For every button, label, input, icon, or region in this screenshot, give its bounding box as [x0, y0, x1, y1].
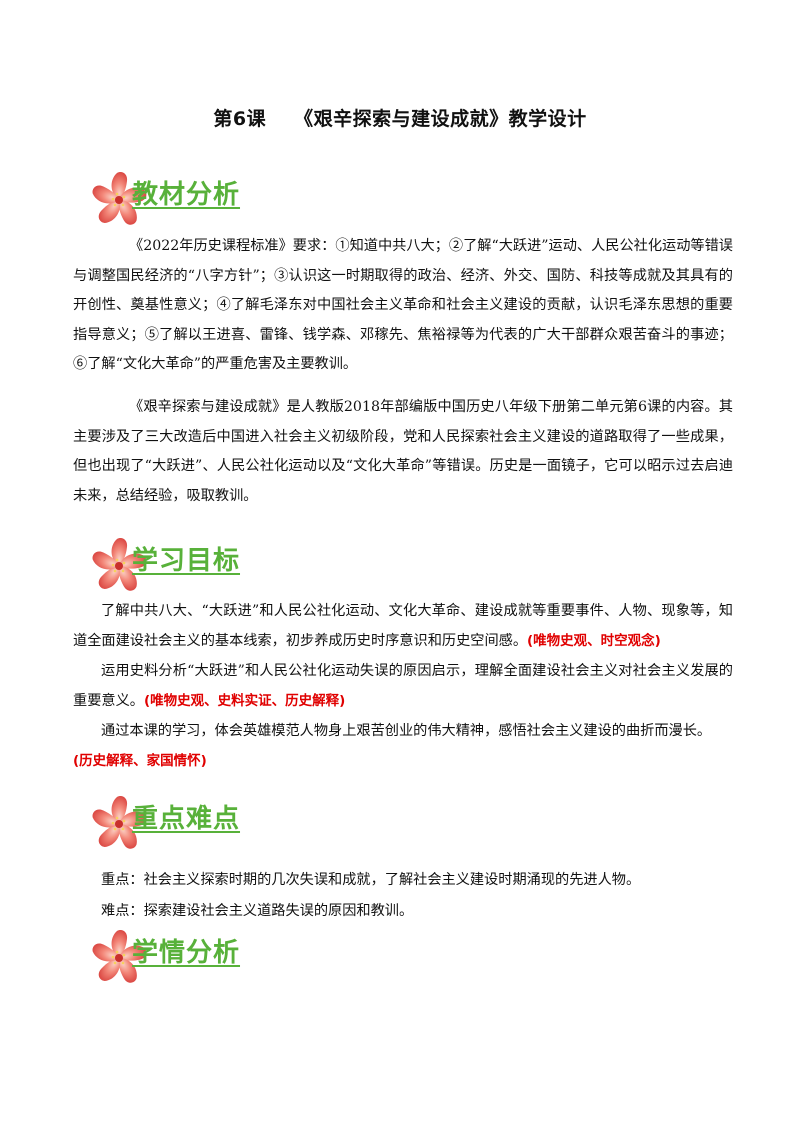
goal-1-literacy: (唯物史观、时空观念)	[527, 632, 661, 649]
section-title-goals: 学习目标	[132, 546, 241, 576]
analysis-paragraph-1: 《2022年历史课程标准》要求：①知道中共八大；②了解“大跃进”运动、人民公社化…	[73, 238, 733, 372]
goal-3-literacy: (历史解释、家国情怀)	[73, 753, 207, 769]
key-point: 重点：社会主义探索时期的几次失误和成就，了解社会主义建设时期涌现的先进人物。	[101, 872, 641, 888]
section-title-analysis: 教材分析	[132, 180, 241, 210]
lesson-number: 第6课	[213, 108, 267, 130]
goal-2-literacy: (唯物史观、史料实证、历史解释)	[143, 692, 346, 709]
difficult-point: 难点：探索建设社会主义道路失误的原因和教训。	[101, 903, 414, 919]
goal-3-text: 通过本课的学习，体会英雄模范人物身上艰苦创业的伟大精神，感悟社会主义建设的曲折而…	[101, 723, 712, 739]
analysis-paragraph-2: 《艰辛探索与建设成就》是人教版2018年部编版中国历史八年级下册第二单元第6课的…	[73, 399, 733, 504]
goal-item-3: 通过本课的学习，体会英雄模范人物身上艰苦创业的伟大精神，感悟社会主义建设的曲折而…	[73, 717, 733, 747]
section-title-learner: 学情分析	[132, 938, 241, 968]
goal-1-text: 了解中共八大、“大跃进”和人民公社化运动、文化大革命、建设成就等重要事件、人物、…	[73, 603, 733, 649]
goal-2-text: 运用史料分析“大跃进”和人民公社化运动失误的原因启示，理解全面建设社会主义对社会…	[73, 663, 733, 709]
document-title: 第6课 《艰辛探索与建设成就》教学设计	[0, 104, 800, 131]
goal-item-2: 运用史料分析“大跃进”和人民公社化运动失误的原因启示，理解全面建设社会主义对社会…	[73, 657, 733, 716]
section-title-keypoints: 重点难点	[132, 804, 241, 834]
goal-item-1: 了解中共八大、“大跃进”和人民公社化运动、文化大革命、建设成就等重要事件、人物、…	[73, 597, 733, 656]
lesson-name: 《艰辛探索与建设成就》教学设计	[294, 108, 587, 130]
